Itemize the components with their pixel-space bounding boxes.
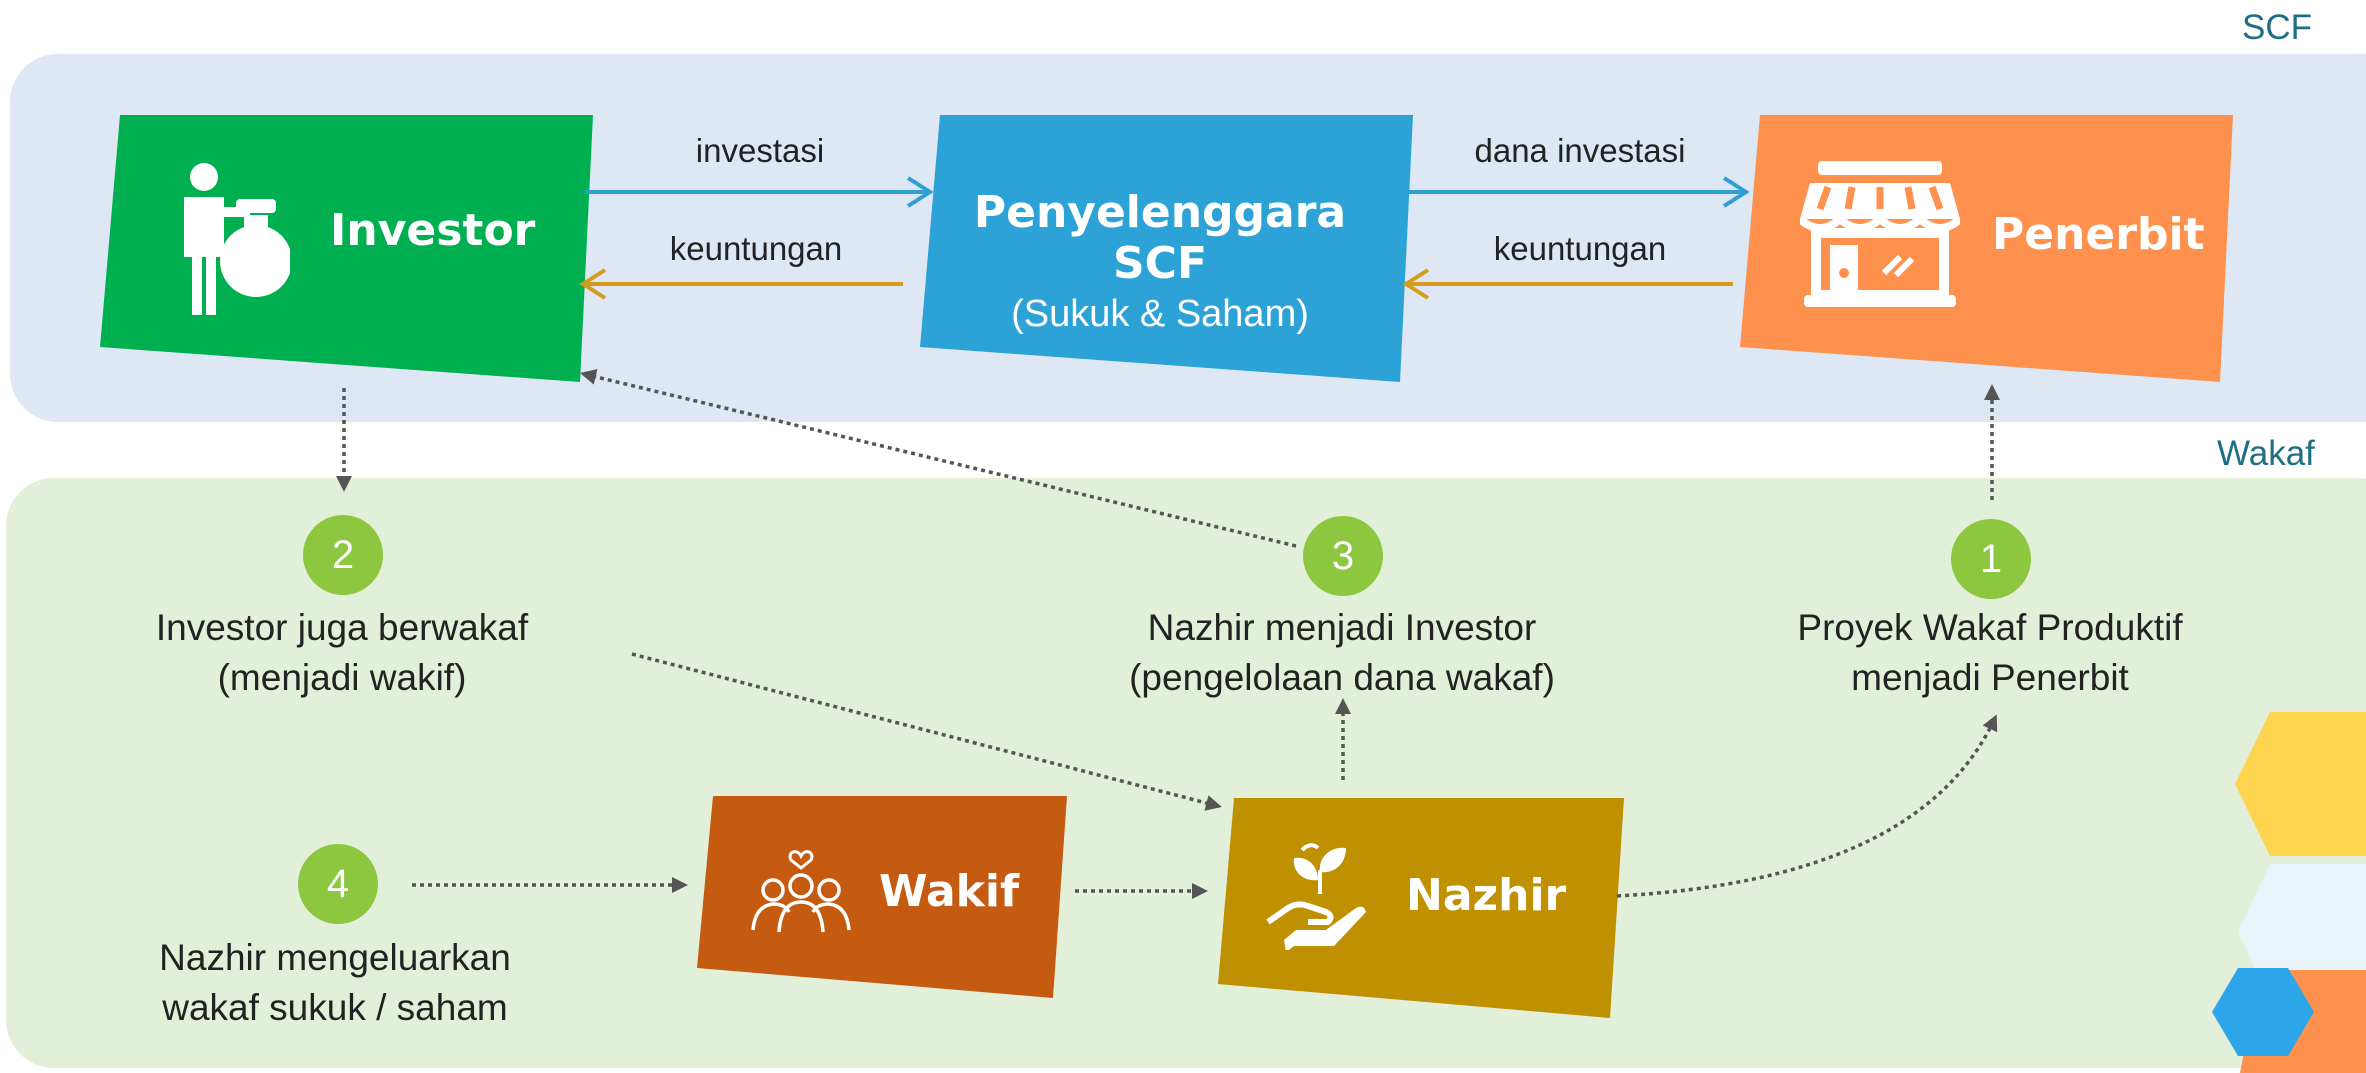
penyelenggara-subtitle: (Sukuk & Saham)	[1011, 293, 1309, 335]
decorative-hexagons	[2212, 712, 2366, 1073]
step-1-line2: menjadi Penerbit	[1851, 657, 2129, 698]
scf-region-label: SCF	[2242, 8, 2312, 47]
step-4-line1: Nazhir mengeluarkan	[159, 937, 511, 978]
step-badge-3: 3	[1303, 516, 1383, 596]
penyelenggara-title: Penyelenggara SCF	[973, 187, 1347, 289]
wakif-box: Wakif	[697, 796, 1067, 998]
investor-box: Investor	[100, 115, 593, 382]
investor-label: Investor	[330, 205, 536, 256]
wakaf-region-label: Wakaf	[2217, 434, 2315, 473]
nazhir-label: Nazhir	[1406, 870, 1567, 921]
step-3-line1: Nazhir menjadi Investor	[1147, 607, 1537, 648]
step-1-line1: Proyek Wakaf Produktif	[1797, 607, 2183, 648]
step-badge-4: 4	[298, 844, 378, 924]
wakif-label: Wakif	[879, 866, 1020, 917]
step-text-3: Nazhir menjadi Investor (pengelolaan dan…	[1062, 603, 1622, 703]
flow-label-dana-investasi: dana investasi	[1474, 132, 1686, 169]
investor-icon	[184, 163, 290, 315]
flow-label-keuntungan-right: keuntungan	[1493, 230, 1667, 267]
step-badge-2: 2	[303, 515, 383, 595]
step-2-line1: Investor juga berwakaf	[155, 607, 529, 648]
penerbit-label: Penerbit	[1992, 209, 2205, 260]
step-text-4: Nazhir mengeluarkan wakaf sukuk / saham	[85, 933, 585, 1033]
step-4-line2: wakaf sukuk / saham	[162, 987, 508, 1028]
penerbit-box: Penerbit	[1740, 115, 2233, 382]
nazhir-box: Nazhir	[1218, 798, 1624, 1018]
penyelenggara-box: Penyelenggara SCF (Sukuk & Saham)	[920, 115, 1413, 382]
people-heart-icon	[751, 850, 851, 933]
flow-label-keuntungan-left: keuntungan	[669, 230, 843, 267]
step-text-1: Proyek Wakaf Produktif menjadi Penerbit	[1740, 603, 2240, 703]
flow-label-investasi: investasi	[695, 132, 825, 169]
hand-plant-icon	[1266, 843, 1366, 950]
step-badge-1: 1	[1951, 519, 2031, 599]
step-3-line2: (pengelolaan dana wakaf)	[1129, 657, 1555, 698]
step-2-line2: (menjadi wakif)	[217, 657, 467, 698]
store-icon	[1800, 161, 1960, 307]
step-text-2: Investor juga berwakaf (menjadi wakif)	[92, 603, 592, 703]
